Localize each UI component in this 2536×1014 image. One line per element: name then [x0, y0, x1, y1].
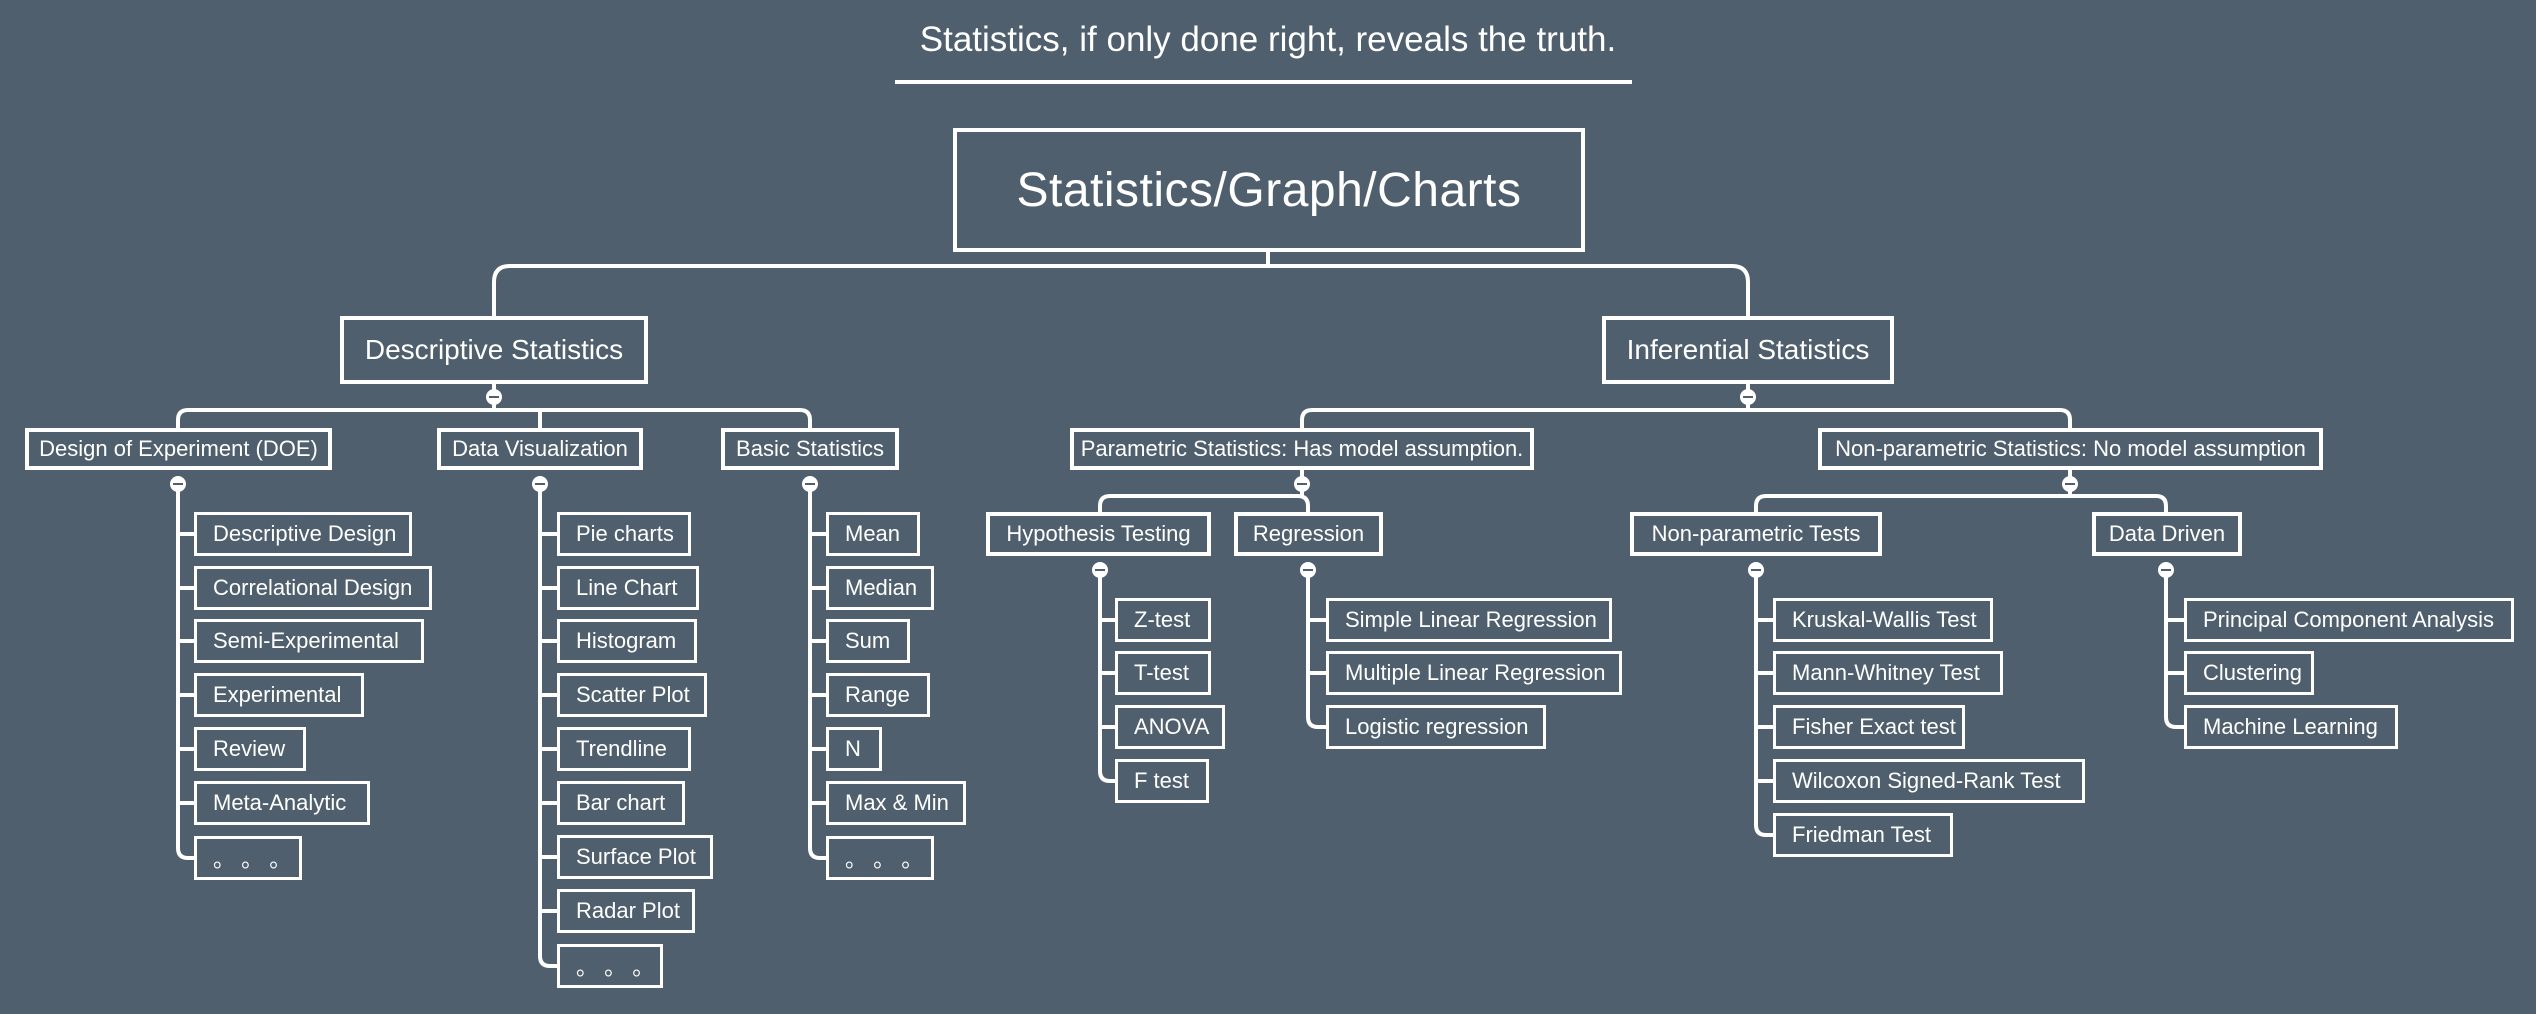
collapse-toggle-icon[interactable] — [1748, 562, 1764, 578]
collapse-toggle-icon[interactable] — [532, 476, 548, 492]
node-descriptive-statistics[interactable]: Descriptive Statistics — [340, 316, 648, 384]
leaf-z-test[interactable]: Z-test — [1115, 598, 1211, 642]
leaf-principal-component-analysis[interactable]: Principal Component Analysis — [2184, 598, 2514, 642]
leaf-bar-chart[interactable]: Bar chart — [557, 781, 685, 825]
node-nonparametric-tests[interactable]: Non-parametric Tests — [1630, 512, 1882, 556]
leaf-fisher-exact-test[interactable]: Fisher Exact test — [1773, 705, 1965, 749]
leaf-n[interactable]: N — [826, 727, 882, 771]
node-basic-statistics[interactable]: Basic Statistics — [721, 428, 899, 470]
collapse-toggle-icon[interactable] — [486, 389, 502, 405]
leaf-descriptive-design[interactable]: Descriptive Design — [194, 512, 412, 556]
leaf-histogram[interactable]: Histogram — [557, 619, 697, 663]
leaf-anova[interactable]: ANOVA — [1115, 705, 1225, 749]
leaf-simple-linear-regression[interactable]: Simple Linear Regression — [1326, 598, 1612, 642]
leaf-f-test[interactable]: F test — [1115, 759, 1209, 803]
leaf-trendline[interactable]: Trendline — [557, 727, 691, 771]
leaf-logistic-regression[interactable]: Logistic regression — [1326, 705, 1546, 749]
node-hypothesis-testing[interactable]: Hypothesis Testing — [986, 512, 1211, 556]
leaf-semi-experimental[interactable]: Semi-Experimental — [194, 619, 424, 663]
leaf-scatter-plot[interactable]: Scatter Plot — [557, 673, 707, 717]
tagline: Statistics, if only done right, reveals … — [919, 20, 1617, 59]
node-data-driven[interactable]: Data Driven — [2092, 512, 2242, 556]
leaf-wilcoxon-signed-rank-test[interactable]: Wilcoxon Signed-Rank Test — [1773, 759, 2085, 803]
leaf-kruskal-wallis-test[interactable]: Kruskal-Wallis Test — [1773, 598, 1993, 642]
node-inferential-statistics[interactable]: Inferential Statistics — [1602, 316, 1894, 384]
collapse-toggle-icon[interactable] — [170, 476, 186, 492]
leaf-review[interactable]: Review — [194, 727, 306, 771]
collapse-toggle-icon[interactable] — [1092, 562, 1108, 578]
collapse-toggle-icon[interactable] — [1740, 389, 1756, 405]
leaf-basic-more[interactable]: 。 。 。 — [826, 836, 934, 880]
leaf-surface-plot[interactable]: Surface Plot — [557, 835, 713, 879]
node-parametric-statistics[interactable]: Parametric Statistics: Has model assumpt… — [1070, 428, 1534, 470]
collapse-toggle-icon[interactable] — [2062, 476, 2078, 492]
leaf-t-test[interactable]: T-test — [1115, 651, 1211, 695]
leaf-correlational-design[interactable]: Correlational Design — [194, 566, 432, 610]
leaf-multiple-linear-regression[interactable]: Multiple Linear Regression — [1326, 651, 1622, 695]
leaf-sum[interactable]: Sum — [826, 619, 910, 663]
node-regression[interactable]: Regression — [1234, 512, 1383, 556]
leaf-clustering[interactable]: Clustering — [2184, 651, 2314, 695]
collapse-toggle-icon[interactable] — [1300, 562, 1316, 578]
root-node[interactable]: Statistics/Graph/Charts — [953, 128, 1585, 252]
leaf-experimental[interactable]: Experimental — [194, 673, 364, 717]
leaf-median[interactable]: Median — [826, 566, 934, 610]
collapse-toggle-icon[interactable] — [2158, 562, 2174, 578]
leaf-radar-plot[interactable]: Radar Plot — [557, 889, 695, 933]
node-nonparametric-statistics[interactable]: Non-parametric Statistics: No model assu… — [1818, 428, 2323, 470]
leaf-line-chart[interactable]: Line Chart — [557, 566, 699, 610]
leaf-meta-analytic[interactable]: Meta-Analytic — [194, 781, 370, 825]
leaf-max-min[interactable]: Max & Min — [826, 781, 966, 825]
leaf-mean[interactable]: Mean — [826, 512, 920, 556]
tagline-underline — [895, 80, 1632, 84]
node-design-of-experiment[interactable]: Design of Experiment (DOE) — [25, 428, 332, 470]
leaf-pie-charts[interactable]: Pie charts — [557, 512, 691, 556]
node-data-visualization[interactable]: Data Visualization — [437, 428, 643, 470]
leaf-viz-more[interactable]: 。 。 。 — [557, 944, 663, 988]
leaf-doe-more[interactable]: 。 。 。 — [194, 836, 302, 880]
leaf-machine-learning[interactable]: Machine Learning — [2184, 705, 2398, 749]
leaf-friedman-test[interactable]: Friedman Test — [1773, 813, 1953, 857]
leaf-mann-whitney-test[interactable]: Mann-Whitney Test — [1773, 651, 2003, 695]
collapse-toggle-icon[interactable] — [802, 476, 818, 492]
leaf-range[interactable]: Range — [826, 673, 930, 717]
collapse-toggle-icon[interactable] — [1294, 476, 1310, 492]
